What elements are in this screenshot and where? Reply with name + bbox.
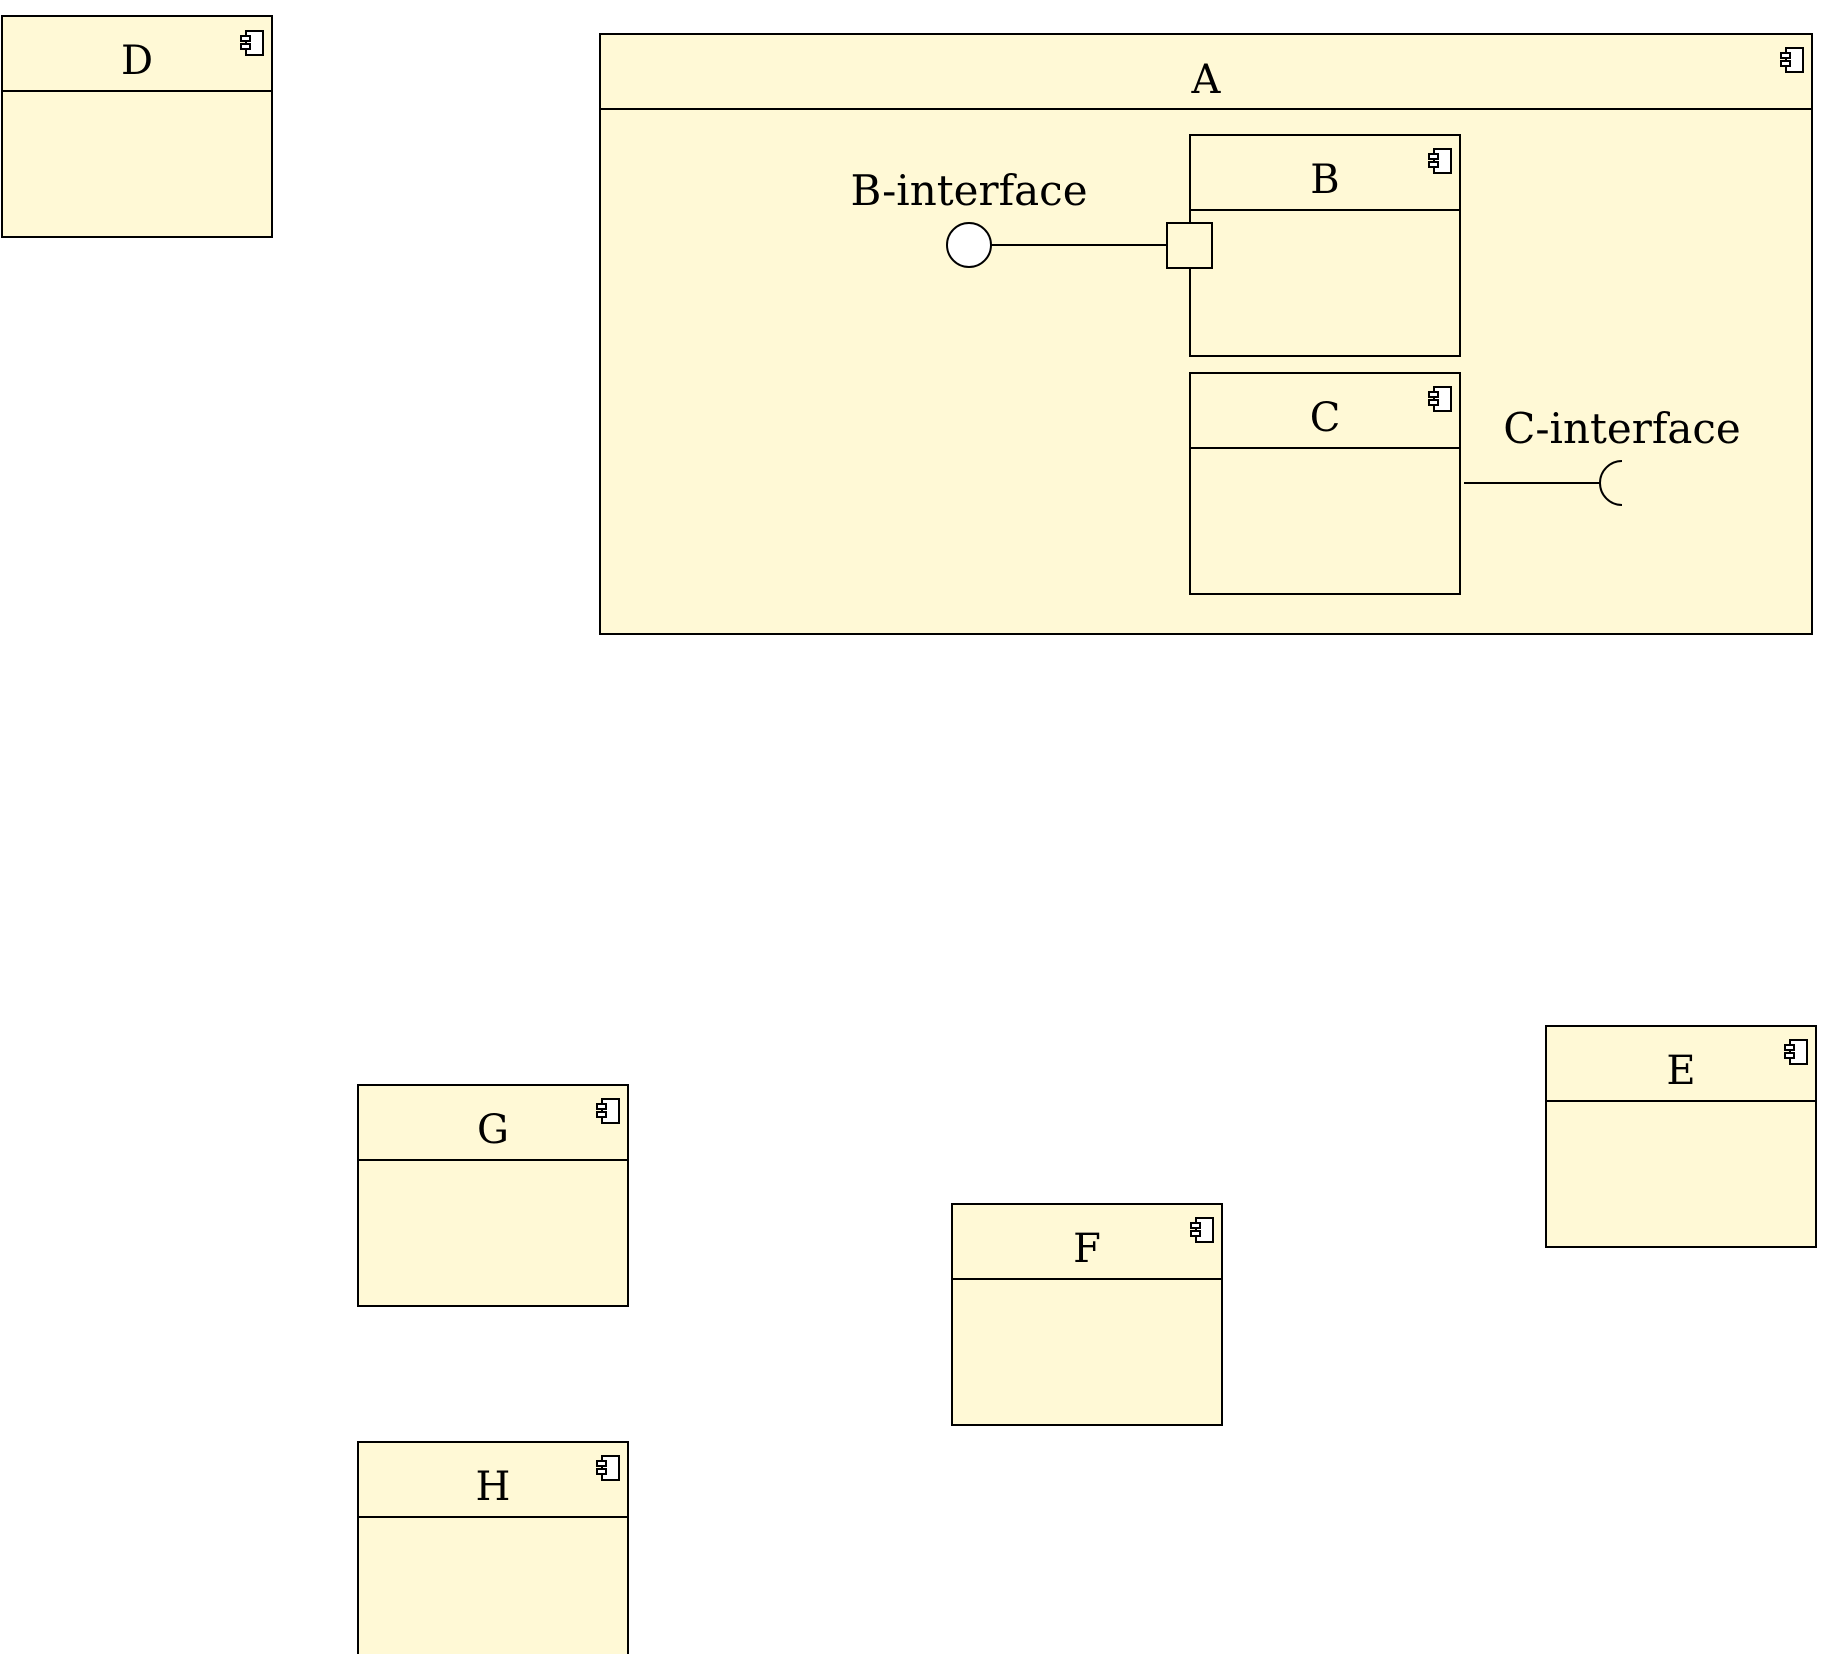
component-a-label: A [1191,57,1222,103]
component-g-label: G [477,1107,509,1153]
component-b[interactable]: B [1189,134,1461,357]
component-f[interactable]: F [951,1203,1223,1426]
component-icon [1190,1217,1214,1243]
b-interface-label: B-interface [850,166,1087,215]
socket-icon [1599,460,1623,506]
b-interface[interactable]: B-interface [850,166,1213,269]
c-interface[interactable]: C-interface [1464,404,1741,506]
component-icon [596,1455,620,1481]
component-d[interactable]: D [1,15,273,238]
component-f-label: F [1073,1226,1101,1272]
component-icon [1428,386,1452,412]
component-e-label: E [1666,1048,1695,1094]
component-h[interactable]: H [357,1441,629,1654]
component-g[interactable]: G [357,1084,629,1307]
component-icon [1784,1039,1808,1065]
c-interface-label: C-interface [1503,404,1741,453]
port-icon [1166,222,1213,269]
component-e[interactable]: E [1545,1025,1817,1248]
lollipop-icon [946,222,992,268]
component-d-label: D [121,38,153,84]
component-icon [1780,47,1804,73]
component-b-label: B [1310,157,1339,203]
component-c-label: C [1310,395,1341,441]
component-icon [240,30,264,56]
component-c[interactable]: C [1189,372,1461,595]
component-icon [596,1098,620,1124]
component-icon [1428,148,1452,174]
component-h-label: H [476,1464,511,1510]
